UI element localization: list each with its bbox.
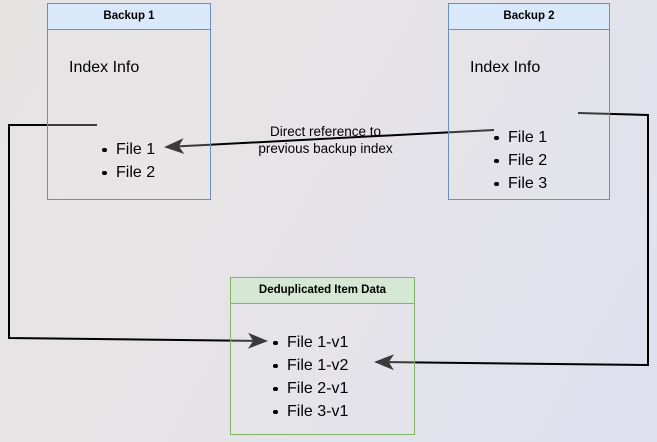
node-backup-1-body: Index Info File 1 File 2 [48, 30, 210, 199]
list-item: File 2-v1 [271, 377, 348, 400]
list-item: File 1 [492, 126, 547, 149]
node-backup-2-body: Index Info File 1 File 2 File 3 [449, 30, 609, 199]
backup-1-file-list: File 1 File 2 [100, 138, 155, 184]
edge-label-line-1: Direct reference to [269, 124, 382, 139]
list-item: File 3 [492, 172, 547, 195]
node-deduplicated-item-data[interactable]: Deduplicated Item Data File 1-v1 File 1-… [230, 277, 415, 435]
list-item: File 2 [100, 161, 155, 184]
list-item: File 2 [492, 149, 547, 172]
list-item: File 1-v1 [271, 331, 348, 354]
list-item: File 3-v1 [271, 400, 348, 423]
dedup-file-list: File 1-v1 File 1-v2 File 2-v1 File 3-v1 [271, 331, 348, 423]
node-dedup-body: File 1-v1 File 1-v2 File 2-v1 File 3-v1 [231, 304, 414, 434]
edge-label-line-2: previous backup index [258, 141, 393, 156]
node-dedup-header: Deduplicated Item Data [231, 278, 414, 304]
backup-1-index-info-label: Index Info [69, 59, 140, 76]
edge-label-direct-reference: Direct reference to previous backup inde… [248, 123, 403, 157]
node-backup-2-header: Backup 2 [449, 4, 609, 30]
node-backup-1[interactable]: Backup 1 Index Info File 1 File 2 [47, 3, 211, 200]
backup-2-file-list: File 1 File 2 File 3 [492, 126, 547, 195]
backup-2-index-info-label: Index Info [470, 59, 541, 76]
list-item: File 1 [100, 138, 155, 161]
node-backup-2[interactable]: Backup 2 Index Info File 1 File 2 File 3 [448, 3, 610, 200]
list-item: File 1-v2 [271, 354, 348, 377]
node-backup-1-header: Backup 1 [48, 4, 210, 30]
